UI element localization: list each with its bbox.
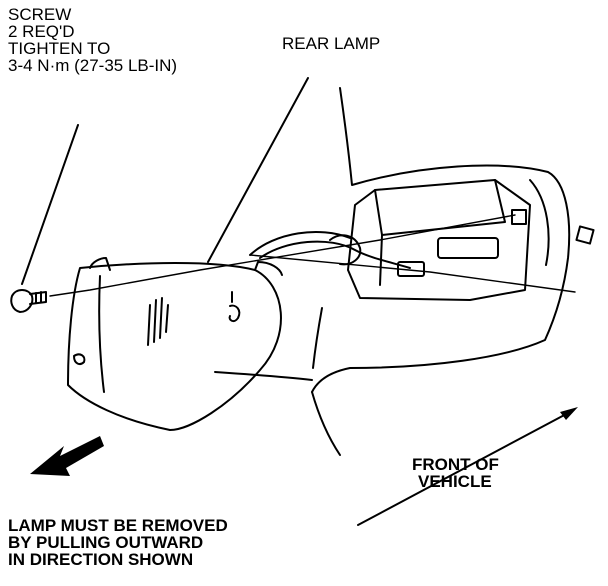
lamp-lens (67, 262, 282, 431)
lens-marking (228, 291, 241, 323)
body-inner-curve (529, 179, 550, 266)
rear-lamp-leader (207, 77, 309, 263)
body-panel-outline (311, 87, 571, 393)
screw-path-line (49, 214, 516, 297)
screw-label-line: SCREW (8, 5, 72, 24)
body-panel-edge (312, 307, 323, 369)
screw-path-line-2 (249, 254, 576, 293)
bulb-socket (329, 234, 362, 266)
front-of-vehicle-label: FRONT OF VEHICLE (412, 456, 499, 490)
front-label-line: FRONT OF (412, 455, 499, 474)
mount-tab (511, 209, 527, 225)
screw-threads (35, 291, 42, 304)
removal-direction-arrow (30, 436, 104, 476)
wiring-connector (437, 237, 499, 259)
lens-bracket (254, 261, 283, 276)
body-clip (575, 225, 595, 245)
front-arrow-head (560, 407, 578, 420)
lens-inner-edge (89, 257, 111, 271)
lens-ribs (147, 297, 169, 346)
removal-instruction: LAMP MUST BE REMOVED BY PULLING OUTWARD … (8, 517, 228, 568)
wiring-housing (347, 179, 531, 301)
instruction-line: LAMP MUST BE REMOVED (8, 516, 228, 535)
lens-rim (98, 275, 105, 393)
screw-label-line: 2 REQ'D (8, 22, 75, 41)
instruction-line: BY PULLING OUTWARD (8, 533, 204, 552)
rear-lamp-label: REAR LAMP (282, 34, 381, 53)
screw-head (10, 289, 34, 313)
lens-lower-body (214, 371, 313, 381)
screw-leader (21, 124, 79, 285)
screw-label-line: 3-4 N·m (27-35 LB-IN) (8, 56, 178, 75)
lens-bolt (73, 353, 86, 365)
screw-label-line: TIGHTEN TO (8, 39, 111, 58)
instruction-line: IN DIRECTION SHOWN (8, 550, 194, 569)
body-lower-line (311, 391, 341, 456)
screw-shank (29, 291, 47, 305)
screw-label: SCREW 2 REQ'D TIGHTEN TO 3-4 N·m (27-35 … (8, 6, 177, 74)
wiring-harness (259, 240, 411, 269)
front-label-line: VEHICLE (418, 472, 492, 491)
front-leader (357, 411, 571, 526)
